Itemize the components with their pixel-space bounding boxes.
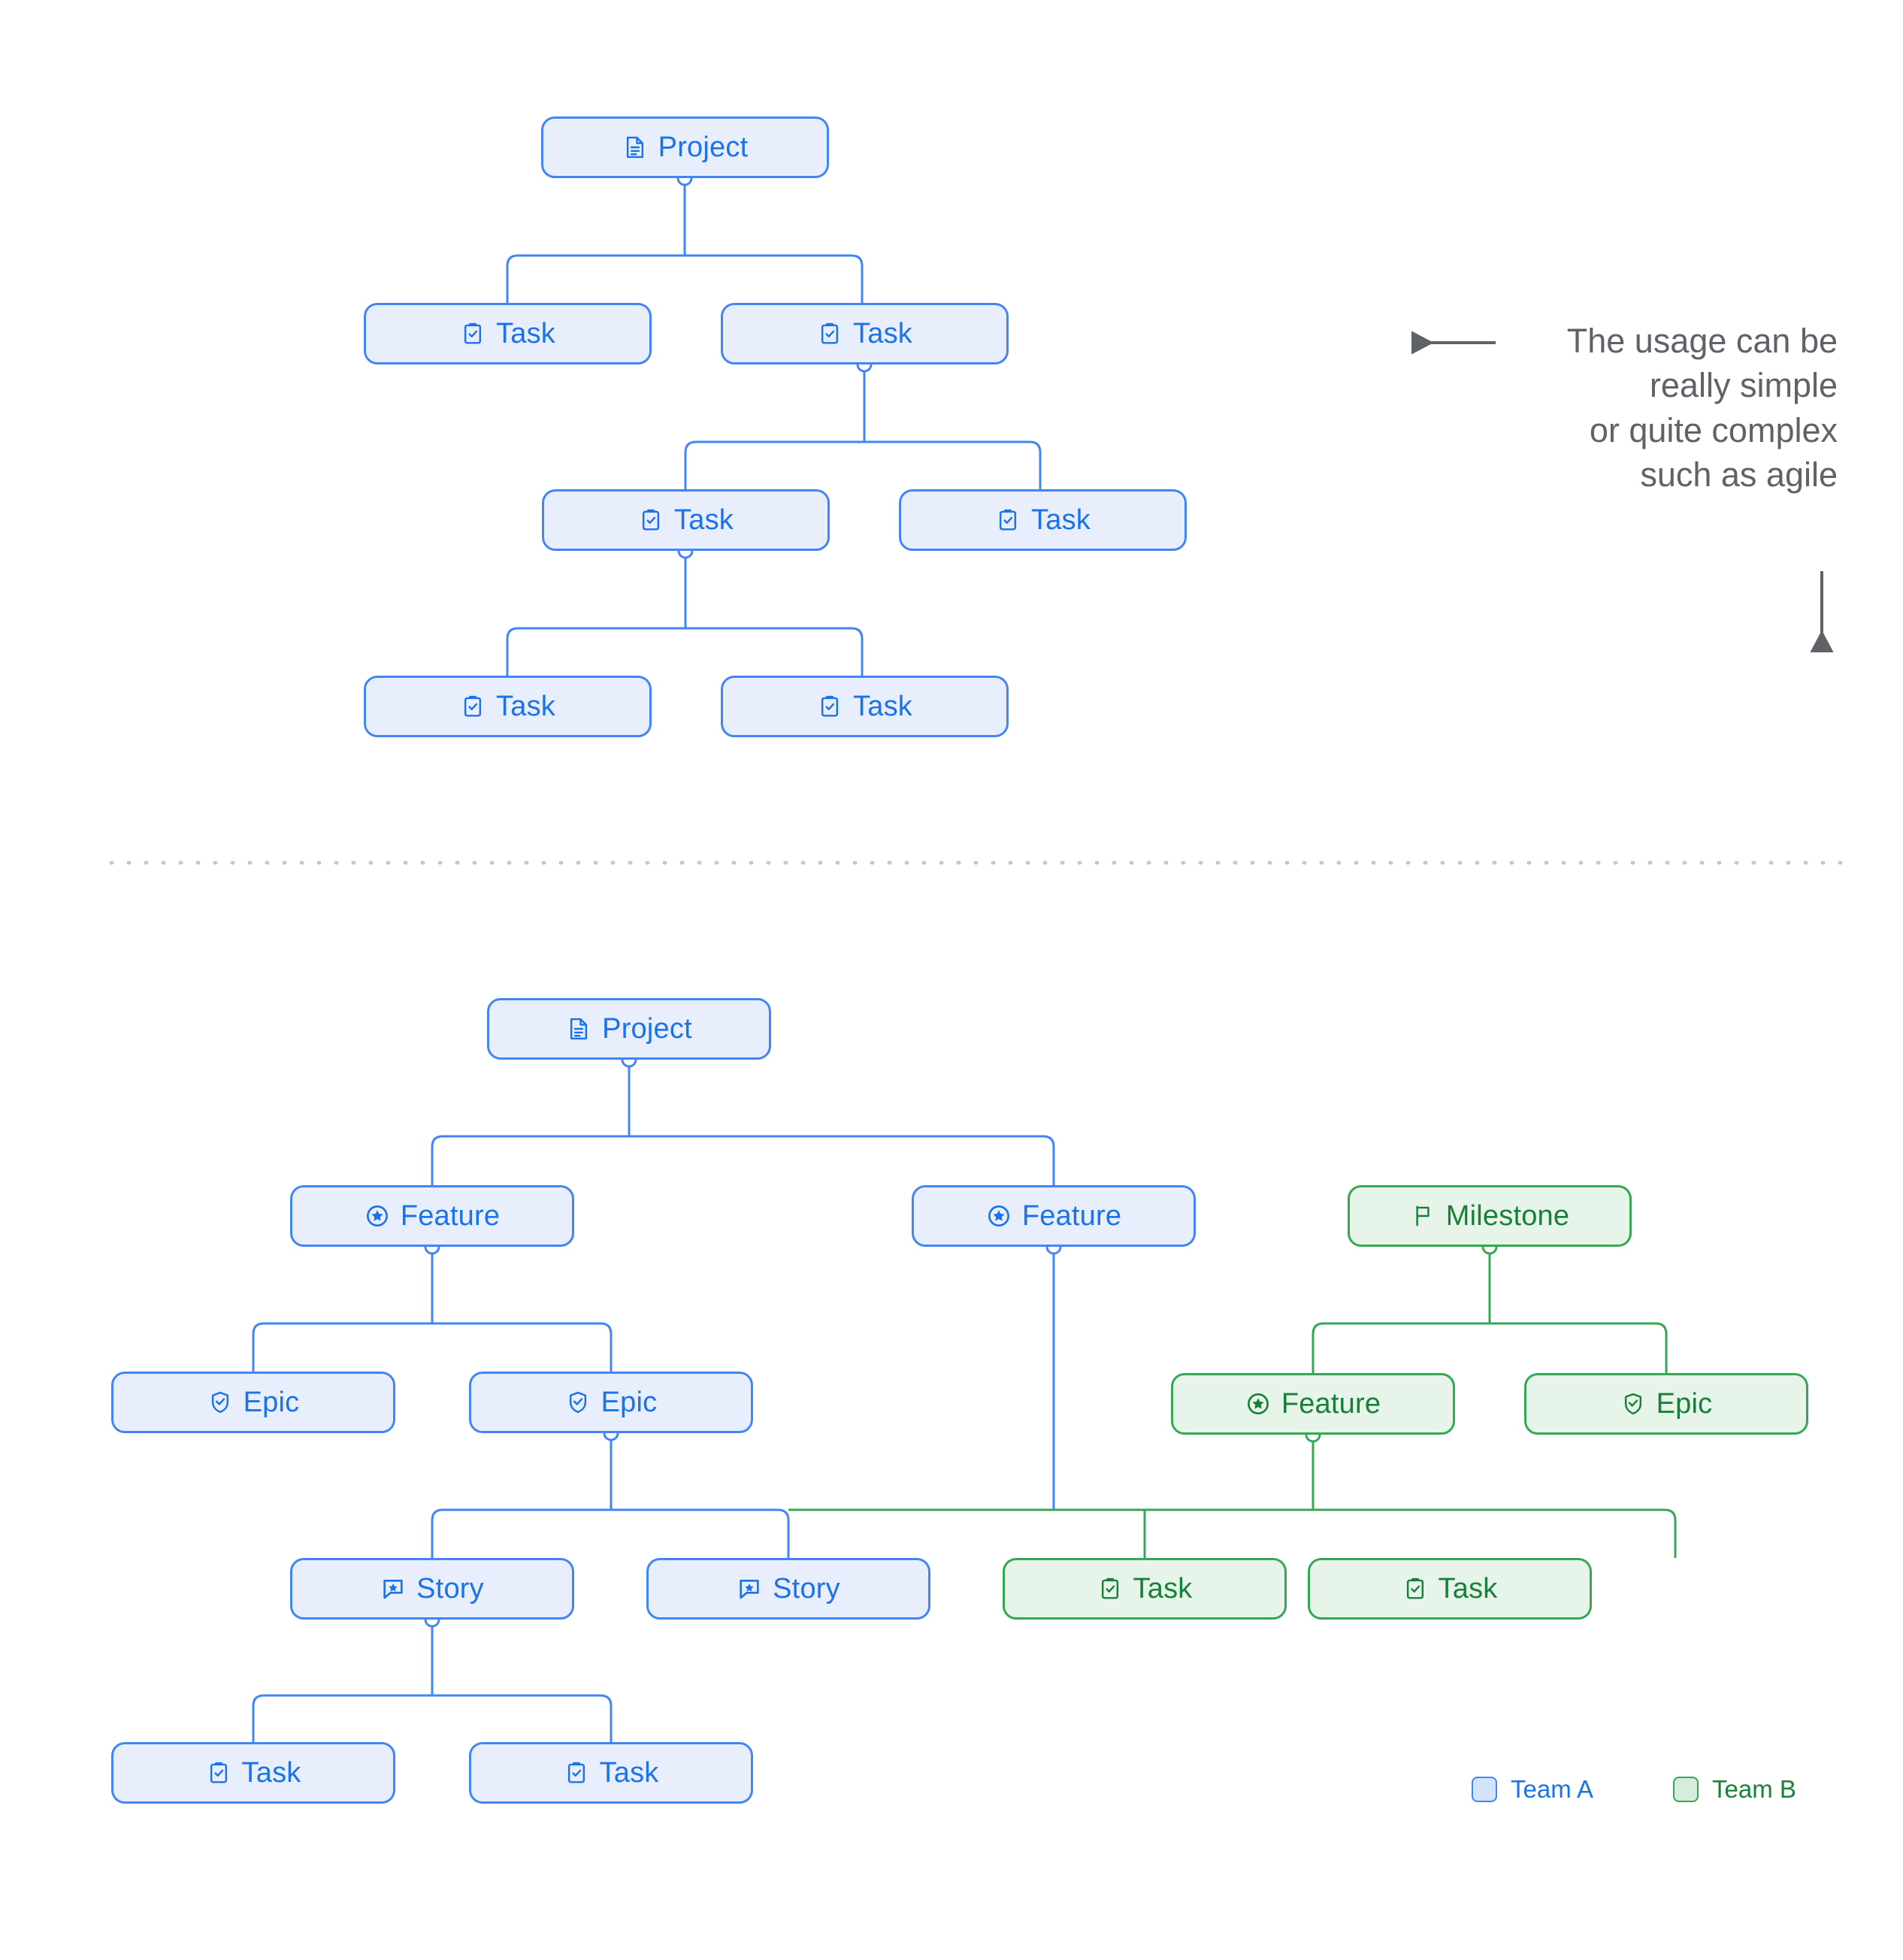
- node-task-simple-6[interactable]: Task: [721, 676, 1009, 737]
- legend-label-team-b: Team B: [1712, 1775, 1796, 1803]
- task-icon: [460, 694, 486, 719]
- annotation-line-3: or quite complex: [1589, 410, 1838, 449]
- node-label: Task: [853, 318, 912, 349]
- feature-icon: [1245, 1391, 1271, 1417]
- node-label: Task: [674, 504, 734, 536]
- node-label: Task: [853, 691, 912, 722]
- node-epic-2[interactable]: Epic: [469, 1372, 753, 1433]
- milestone-icon: [1410, 1203, 1436, 1229]
- legend-label-team-a: Team A: [1511, 1775, 1594, 1803]
- node-label: Milestone: [1445, 1200, 1570, 1232]
- legend-swatch-green: [1673, 1777, 1699, 1802]
- node-label: Task: [241, 1757, 301, 1789]
- node-label: Task: [1031, 504, 1091, 536]
- edge-branch: [684, 440, 1042, 489]
- node-project-agile[interactable]: Project: [487, 998, 771, 1060]
- document-icon: [566, 1016, 591, 1042]
- feature-icon: [986, 1203, 1012, 1229]
- simple-tree-connectors: [506, 178, 1042, 676]
- epic-icon: [207, 1390, 233, 1415]
- node-label: Task: [599, 1757, 659, 1789]
- edge-branch: [431, 1135, 1055, 1185]
- node-task-green-1[interactable]: Task: [1003, 1558, 1287, 1620]
- node-epic-1[interactable]: Epic: [111, 1372, 395, 1433]
- node-label: Feature: [1281, 1388, 1381, 1420]
- task-icon: [638, 507, 664, 533]
- node-label: Task: [496, 318, 555, 349]
- edge-branch: [506, 254, 864, 303]
- node-story-1[interactable]: Story: [290, 1558, 574, 1620]
- edge-branch: [1312, 1322, 1668, 1373]
- node-label: Story: [416, 1573, 484, 1605]
- node-label: Epic: [601, 1387, 658, 1418]
- edge-branch: [252, 1694, 613, 1742]
- task-icon: [206, 1760, 231, 1786]
- task-icon: [817, 694, 843, 719]
- node-project-simple[interactable]: Project: [541, 116, 829, 178]
- node-label: Task: [496, 691, 555, 722]
- task-icon: [1097, 1576, 1123, 1602]
- node-epic-3[interactable]: Epic: [1524, 1373, 1808, 1435]
- node-label: Story: [773, 1573, 840, 1605]
- task-icon: [1402, 1576, 1428, 1602]
- epic-icon: [565, 1390, 591, 1415]
- node-task-simple-2[interactable]: Task: [721, 303, 1009, 364]
- node-feature-1[interactable]: Feature: [290, 1185, 574, 1247]
- agile-tree-connectors-blue: [252, 1060, 1055, 1742]
- annotation-line-2: really simple: [1649, 366, 1838, 405]
- node-story-2[interactable]: Story: [646, 1558, 930, 1620]
- node-task-simple-1[interactable]: Task: [364, 303, 652, 364]
- node-milestone[interactable]: Milestone: [1348, 1185, 1632, 1247]
- document-icon: [622, 135, 648, 160]
- agile-tree-ports: [424, 1051, 1498, 1628]
- usage-annotation: The usage can be really simple or quite …: [1172, 319, 1838, 498]
- edge-branch-horizontal: [788, 1508, 1677, 1558]
- agile-tree-connectors-green: [788, 1247, 1677, 1558]
- node-task-simple-3[interactable]: Task: [542, 489, 830, 551]
- node-label: Feature: [1021, 1200, 1122, 1232]
- annotation-line-4: such as agile: [1640, 455, 1838, 495]
- task-icon: [460, 321, 486, 346]
- legend-team-b: Team B: [1673, 1775, 1796, 1804]
- edge-branch: [431, 1508, 790, 1558]
- node-task-simple-4[interactable]: Task: [899, 489, 1187, 551]
- node-label: Epic: [243, 1387, 300, 1418]
- story-icon: [737, 1576, 762, 1602]
- node-task-blue-2[interactable]: Task: [469, 1742, 753, 1804]
- node-feature-2[interactable]: Feature: [912, 1185, 1196, 1247]
- node-label: Epic: [1656, 1388, 1713, 1420]
- epic-icon: [1620, 1391, 1646, 1417]
- node-task-simple-5[interactable]: Task: [364, 676, 652, 737]
- feature-icon: [365, 1203, 390, 1229]
- task-icon: [564, 1760, 589, 1786]
- story-icon: [380, 1576, 406, 1602]
- annotation-line-1: The usage can be: [1566, 322, 1838, 360]
- task-icon: [817, 321, 843, 346]
- node-label: Feature: [400, 1200, 501, 1232]
- edge-branch: [252, 1322, 613, 1372]
- node-label: Task: [1133, 1573, 1193, 1605]
- node-feature-3[interactable]: Feature: [1171, 1373, 1455, 1435]
- node-task-blue-1[interactable]: Task: [111, 1742, 395, 1804]
- node-label: Project: [602, 1013, 692, 1045]
- node-task-green-2[interactable]: Task: [1308, 1558, 1592, 1620]
- node-label: Project: [658, 132, 749, 163]
- legend-swatch-blue: [1472, 1777, 1497, 1802]
- edge-branch: [506, 627, 864, 676]
- legend-team-a: Team A: [1472, 1775, 1593, 1804]
- task-icon: [995, 507, 1021, 533]
- node-label: Task: [1438, 1573, 1498, 1605]
